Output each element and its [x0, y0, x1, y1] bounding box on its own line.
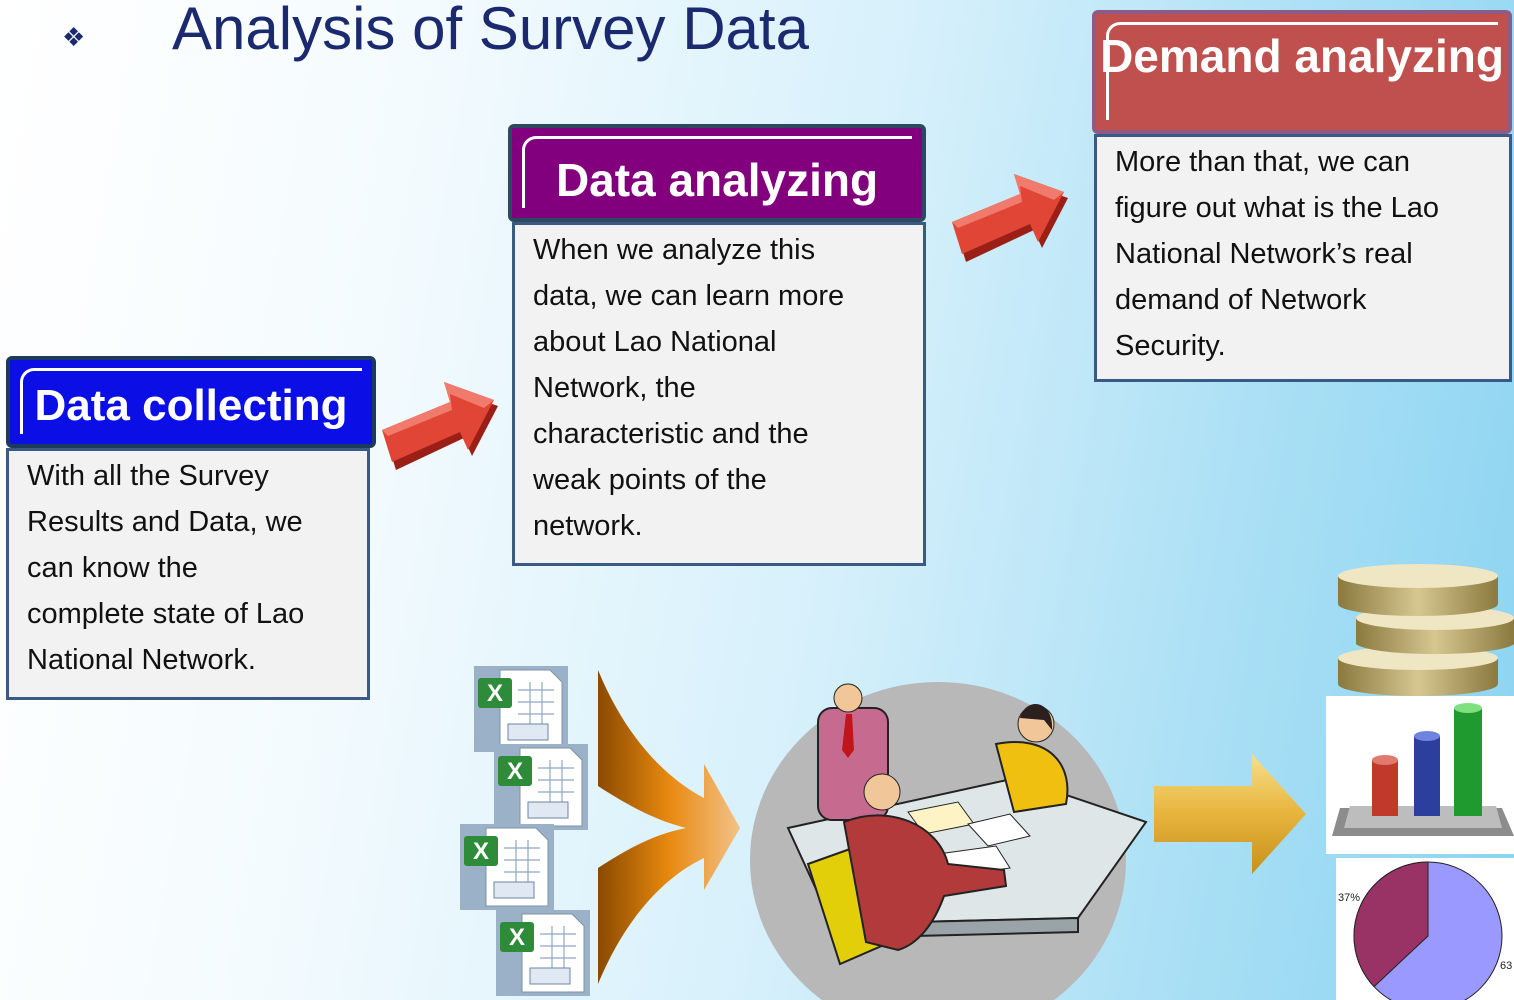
data-analyzing-card: When we analyze this data, we can learn … — [512, 222, 926, 566]
data-analyzing-header-label: Data analyzing — [555, 154, 879, 206]
demand-analyzing-card: More than that, we can figure out what i… — [1094, 134, 1512, 382]
data-analyzing-header: Data analyzing — [508, 124, 926, 222]
pie-slice-a — [1353, 861, 1429, 988]
card-line: National Network’s real — [1115, 238, 1413, 270]
excel-file-icon: X — [460, 824, 554, 910]
card-line: about Lao National — [533, 326, 777, 358]
card-line: characteristic and the — [533, 418, 809, 450]
card-line: network. — [533, 510, 643, 542]
data-collecting-header: Data collecting — [6, 356, 376, 448]
card-line: figure out what is the Lao — [1115, 192, 1440, 224]
demand-analyzing-header: Demand analyzing — [1092, 10, 1512, 134]
pie-label-b: 63 — [1500, 960, 1513, 972]
card-line: Results and Data, we — [27, 506, 303, 538]
database-stack-icon — [1338, 564, 1514, 696]
svg-text:X: X — [507, 758, 523, 785]
title-bullet: ❖ — [62, 22, 86, 52]
card-line: complete state of Lao — [27, 598, 305, 630]
pie-label-a: 37% — [1338, 892, 1361, 904]
card-line: can know the — [27, 552, 198, 584]
card-line: When we analyze this — [533, 234, 816, 266]
card-line: With all the Survey — [27, 460, 269, 492]
red-arrow-icon — [382, 382, 498, 470]
card-line: Security. — [1115, 330, 1226, 362]
data-collecting-header-label: Data collecting — [34, 381, 348, 430]
svg-text:X: X — [509, 924, 525, 951]
svg-text:X: X — [473, 838, 489, 865]
excel-file-icon: X — [496, 910, 590, 996]
excel-file-icon: X — [474, 666, 568, 752]
demand-analyzing-header-label: Demand analyzing — [1100, 30, 1504, 82]
card-line: data, we can learn more — [533, 280, 845, 312]
merge-funnel-arrow-icon — [598, 670, 740, 984]
yellow-right-arrow-icon — [1154, 754, 1306, 874]
svg-text:X: X — [487, 680, 503, 707]
cylinder-bar-chart-icon — [1326, 696, 1514, 854]
pie-chart-panel: 37% 63 — [1336, 858, 1514, 1000]
card-line: Network, the — [533, 372, 696, 404]
slide-title: Analysis of Survey Data — [172, 0, 809, 62]
card-line: More than that, we can — [1115, 146, 1410, 178]
excel-file-icon: X — [494, 744, 588, 830]
meeting-people-illustration — [750, 682, 1148, 1000]
card-line: weak points of the — [533, 464, 767, 496]
pie-chart — [1353, 861, 1503, 1000]
card-line: demand of Network — [1115, 284, 1367, 316]
card-line: National Network. — [27, 644, 256, 676]
red-arrow-icon — [952, 174, 1068, 262]
data-collecting-card: With all the Survey Results and Data, we… — [6, 448, 370, 700]
